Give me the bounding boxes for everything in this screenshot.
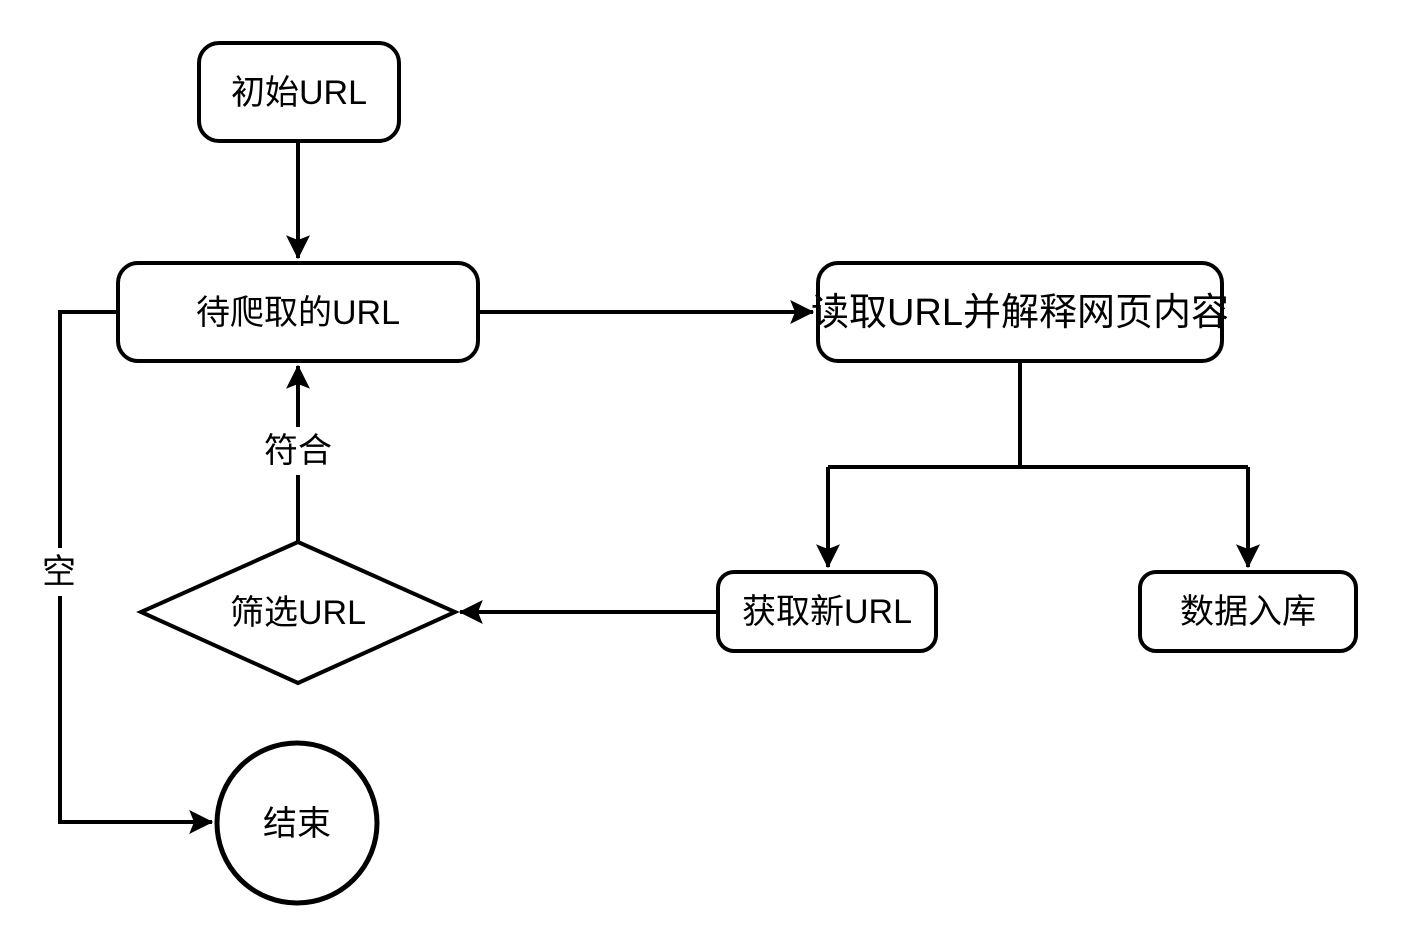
edge-label-mask	[36, 548, 82, 596]
edges-layer	[58, 141, 1260, 834]
node-store-label: 数据入库	[1180, 593, 1316, 631]
node-read: 读取URL并解释网页内容	[811, 261, 1229, 363]
edge-label-empty: 空	[42, 553, 76, 591]
node-queue-shape	[116, 261, 480, 363]
edge-labels-layer: 符合 空	[36, 427, 336, 596]
edge-label-mask	[260, 427, 336, 475]
node-end-label: 结束	[263, 805, 331, 843]
edge-label-match: 符合	[264, 432, 332, 470]
node-fetch-shape	[716, 570, 938, 653]
node-end-shape	[214, 740, 380, 906]
node-store: 数据入库	[1138, 570, 1358, 653]
node-fetch-label: 获取新URL	[742, 593, 912, 631]
edge-queue-to-end	[58, 310, 214, 834]
node-start-label: 初始URL	[231, 74, 367, 112]
node-store-shape	[1138, 570, 1358, 653]
node-fetch: 获取新URL	[716, 570, 938, 653]
node-start-shape	[197, 41, 401, 143]
node-queue-label: 待爬取的URL	[196, 294, 400, 332]
node-end: 结束	[214, 740, 380, 906]
node-read-shape	[816, 261, 1224, 363]
node-filter-shape	[136, 539, 460, 686]
node-filter: 筛选URL	[136, 539, 460, 686]
node-start: 初始URL	[197, 41, 401, 143]
nodes-layer: 初始URL 待爬取的URL 读取URL并解释网页内容 获取新URL 数据入库	[116, 41, 1358, 906]
node-queue: 待爬取的URL	[116, 261, 480, 363]
node-filter-label: 筛选URL	[230, 594, 366, 632]
node-read-label: 读取URL并解释网页内容	[811, 292, 1229, 334]
